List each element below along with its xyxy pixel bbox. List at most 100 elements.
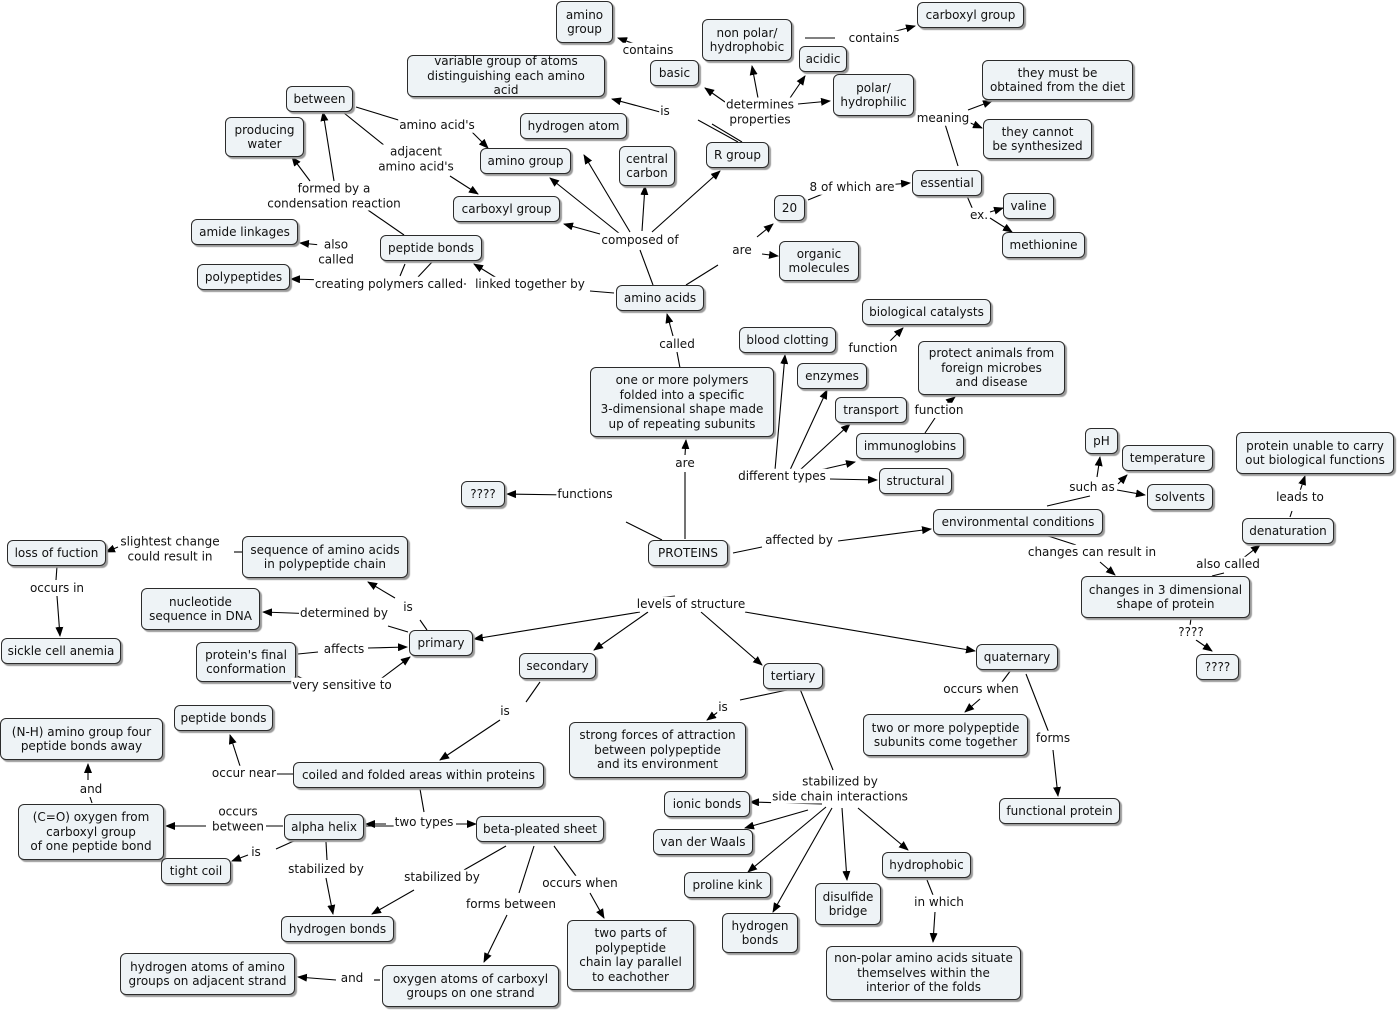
concept-changes-3d[interactable]: changes in 3 dimensional shape of protei…: [1081, 576, 1250, 618]
concept-immunoglobins[interactable]: immunoglobins: [856, 433, 964, 459]
concept-proteins-final[interactable]: protein's final conformation: [196, 642, 296, 682]
connector-line: [732, 546, 763, 554]
concept-amino-group-mid[interactable]: amino group: [480, 148, 571, 174]
connector-line: [640, 185, 649, 232]
concept-loss-of-fuction[interactable]: loss of fuction: [7, 540, 106, 566]
concept-organic-molecules[interactable]: organic molecules: [779, 241, 859, 281]
link-two-types: two types: [393, 814, 455, 830]
concept-protein-unable[interactable]: protein unable to carry out biological f…: [1236, 432, 1394, 474]
connector-line: [371, 889, 415, 915]
concept-alpha-helix[interactable]: alpha helix: [284, 814, 364, 840]
concept-nh-amino[interactable]: (N-H) amino group four peptide bonds awa…: [0, 718, 163, 760]
concept-hydrophobic[interactable]: hydrophobic: [882, 852, 971, 878]
concept-amide-linkages[interactable]: amide linkages: [191, 219, 298, 245]
connector-line: [966, 195, 974, 211]
concept-proteins[interactable]: PROTEINS: [648, 540, 728, 566]
concept-denaturation[interactable]: denaturation: [1242, 518, 1334, 544]
connector-line: [419, 788, 425, 813]
concept-r-group[interactable]: R group: [706, 142, 769, 168]
connector-line: [819, 460, 856, 471]
concept-hydrogen-atom[interactable]: hydrogen atom: [520, 113, 627, 139]
concept-peptide-bonds-low[interactable]: peptide bonds: [174, 705, 273, 731]
concept-basic[interactable]: basic: [650, 60, 699, 86]
concept-between[interactable]: between: [286, 86, 353, 112]
concept-non-polar[interactable]: non polar/ hydrophobic: [702, 19, 792, 61]
concept-protect-animals[interactable]: protect animals from foreign microbes an…: [918, 341, 1065, 395]
concept-solvents[interactable]: solvents: [1147, 484, 1213, 510]
concept-hydrogen-bonds-right[interactable]: hydrogen bonds: [722, 913, 798, 953]
link-formed-by: formed by a condensation reaction: [266, 181, 402, 211]
concept-unknown-a[interactable]: ????: [461, 481, 505, 507]
concept-amino-group-top[interactable]: amino group: [556, 1, 613, 43]
concept-blood-clotting[interactable]: blood clotting: [739, 327, 836, 353]
concept-polar[interactable]: polar/ hydrophilic: [833, 74, 914, 116]
link-called: called: [658, 336, 696, 352]
concept-central-carbon[interactable]: central carbon: [619, 146, 675, 186]
concept-temperature[interactable]: temperature: [1122, 445, 1213, 471]
concept-they-cannot[interactable]: they cannot be synthesized: [983, 119, 1092, 159]
connector-line: [1025, 673, 1050, 734]
link-very-sensitive: very sensitive to: [291, 677, 393, 693]
link-occurs-when-quaternary: occurs when: [942, 681, 1020, 697]
concept-essential[interactable]: essential: [912, 170, 982, 196]
concept-non-polar-situate[interactable]: non-polar amino acids situate themselves…: [826, 946, 1021, 1000]
concept-acidic[interactable]: acidic: [799, 46, 847, 72]
concept-quaternary[interactable]: quaternary: [976, 644, 1058, 670]
link-changes-can-result: changes can result in: [1026, 544, 1158, 560]
link-contains-carboxyl: contains: [847, 30, 901, 46]
concept-van-der-waals[interactable]: van der Waals: [653, 829, 753, 855]
concept-peptide-bonds-top[interactable]: peptide bonds: [380, 235, 482, 261]
concept-disulfide[interactable]: disulfide bridge: [815, 883, 881, 925]
concept-transport[interactable]: transport: [835, 397, 907, 423]
connector-line: [747, 806, 827, 873]
concept-twenty[interactable]: 20: [774, 195, 805, 221]
concept-one-or-more[interactable]: one or more polymers folded into a speci…: [590, 367, 774, 437]
concept-ionic-bonds[interactable]: ionic bonds: [664, 791, 750, 817]
concept-coiled[interactable]: coiled and folded areas within proteins: [293, 762, 544, 788]
concept-sickle-cell[interactable]: sickle cell anemia: [1, 638, 121, 664]
connector-line: [1001, 669, 1012, 683]
concept-strong-forces[interactable]: strong forces of attraction between poly…: [569, 722, 746, 778]
concept-co-oxygen[interactable]: (C=O) oxygen from carboxyl group of one …: [18, 804, 164, 860]
concept-polypeptides[interactable]: polypeptides: [197, 264, 290, 290]
concept-hydrogen-atoms-amino[interactable]: hydrogen atoms of amino groups on adjace…: [120, 953, 295, 995]
concept-nucleotide[interactable]: nucleotide sequence in DNA: [141, 588, 260, 630]
concept-methionine[interactable]: methionine: [1002, 232, 1085, 258]
concept-proline-kink[interactable]: proline kink: [684, 872, 771, 898]
concept-variable-group[interactable]: variable group of atoms distinguishing e…: [407, 54, 605, 97]
concept-tight-coil[interactable]: tight coil: [161, 858, 231, 884]
concept-they-must[interactable]: they must be obtained from the diet: [982, 60, 1133, 100]
concept-two-parts[interactable]: two parts of polypeptide chain lay paral…: [567, 920, 694, 990]
concept-tertiary[interactable]: tertiary: [763, 663, 823, 689]
concept-biological-catalysts[interactable]: biological catalysts: [862, 299, 991, 325]
connector-line: [681, 439, 690, 456]
connector-line: [589, 290, 615, 294]
connector-line: [364, 207, 405, 236]
concept-carboxyl-group-top[interactable]: carboxyl group: [917, 2, 1024, 28]
concept-functional-protein[interactable]: functional protein: [999, 798, 1120, 824]
concept-oxygen-atoms[interactable]: oxygen atoms of carboxyl groups on one s…: [382, 965, 559, 1007]
connector-line: [1099, 561, 1116, 576]
concept-structural[interactable]: structural: [879, 468, 952, 494]
concept-primary[interactable]: primary: [409, 630, 473, 656]
concept-valine[interactable]: valine: [1003, 193, 1054, 219]
concept-sequence[interactable]: sequence of amino acids in polypeptide c…: [242, 536, 408, 578]
concept-two-or-more[interactable]: two or more polypeptide subunits come to…: [863, 714, 1028, 756]
concept-environmental[interactable]: environmental conditions: [933, 509, 1103, 535]
concept-beta-sheet[interactable]: beta-pleated sheet: [476, 816, 604, 842]
concept-hydrogen-bonds-left[interactable]: hydrogen bonds: [281, 916, 394, 942]
concept-unknown-b[interactable]: ????: [1196, 654, 1239, 680]
link-function-immuno: function: [913, 402, 965, 418]
connector-line: [105, 544, 119, 553]
concept-producing-water[interactable]: producing water: [225, 117, 304, 157]
concept-secondary[interactable]: secondary: [519, 653, 596, 679]
connector-line: [774, 354, 789, 471]
link-different-types: different types: [737, 468, 827, 484]
concept-ph[interactable]: pH: [1085, 428, 1118, 454]
connector-line: [1046, 495, 1091, 507]
concept-carboxyl-group-mid[interactable]: carboxyl group: [453, 196, 560, 222]
concept-amino-acids[interactable]: amino acids: [616, 285, 704, 311]
concept-enzymes[interactable]: enzymes: [797, 363, 867, 389]
connector-line: [651, 170, 721, 233]
